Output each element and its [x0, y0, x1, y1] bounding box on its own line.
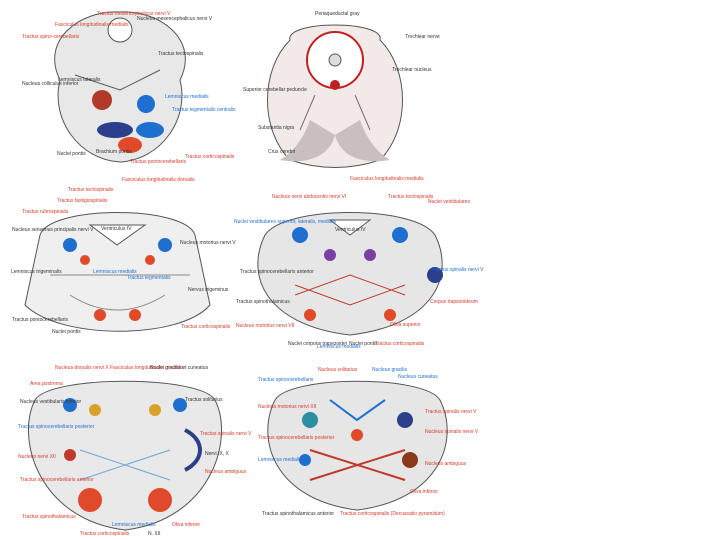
- p3-label-12: Nuclei pontis: [52, 329, 81, 335]
- p3-label-3: Tractus rubrospinalis: [22, 209, 69, 215]
- p5-label-13: Lemniscus medialis: [112, 522, 156, 528]
- p2-label-3: Superior cerebellar peduncle: [243, 87, 307, 93]
- p5-label-0: Nucleus dorsalis nervi X: [55, 365, 109, 371]
- p5-label-8: Nucleus nervi XII: [18, 454, 56, 460]
- p1-label-8: Tractus tegmentalis centralis: [172, 107, 236, 113]
- p6-label-1: Nucleus gracilis: [372, 367, 408, 373]
- p1-label-12: Brachium pontis: [96, 149, 132, 155]
- diagram-panel-5: [10, 360, 240, 538]
- p3-label-9: Tractus tegmentalis: [127, 275, 171, 281]
- p3-label-1: Tractus tectospinalis: [68, 187, 114, 193]
- p5-label-7: Tractus spinalis nervi V: [200, 431, 252, 437]
- p6-label-6: Tractus spinocerebellaris posterior: [258, 435, 335, 441]
- p5-label-12: Tractus spinothalamicus: [22, 514, 76, 520]
- p4-label-5: Nuclei vestibulares superior, lateralis,…: [234, 219, 337, 225]
- p4-label-3: Nuclei vestibulares: [428, 199, 470, 205]
- panel-3-figure: [24, 212, 211, 332]
- p3-label-11: Tractus corticospinalis: [181, 324, 231, 330]
- p3-label-2: Tractus fastigiospinalis: [57, 198, 108, 204]
- p1-label-0: Tractus mesencephalicus nervi V: [97, 11, 171, 17]
- p5-label-10: Nucleus ambiguus: [205, 469, 247, 475]
- p1-label-2: Fasciculus longitudinalis medialis: [55, 22, 129, 28]
- p4-label-12: Nuclei corporis trapezoidei: [288, 341, 347, 347]
- p4-label-10: Nucleus motorius nervi VII: [236, 323, 295, 329]
- p3-label-8: Lemniscus medialis: [93, 269, 137, 275]
- p3-label-6: Nucleus motorius nervi V: [180, 240, 236, 246]
- p4-label-7: Tractus spinalis nervi V: [432, 267, 484, 273]
- p5-label-2: Nuclei gracilis et cuneatus: [150, 365, 209, 371]
- p4-label-15: Tractus corticospinalis: [375, 341, 425, 347]
- p4-label-8: Tractus spinothalamicus: [236, 299, 290, 305]
- p1-label-9: Tractus corticospinalis: [185, 154, 235, 160]
- p4-label-0: Fasciculus longitudinalis medialis: [350, 176, 424, 182]
- p6-label-11: Tractus spinothalamicus anterior: [262, 511, 335, 517]
- panel-4-figure: [257, 212, 443, 336]
- p6-label-0: Nucleus solitarius: [318, 367, 358, 373]
- p4-label-6: Tractus spinocerebellaris anterior: [240, 269, 314, 275]
- p6-label-4: Nucleus motorius nervi XII: [258, 404, 317, 410]
- p3-label-5: Ventriculus IV: [101, 226, 132, 232]
- p3-label-0: Fasciculus longitudinalis dorsalis: [122, 177, 195, 183]
- p1-label-11: Nuclei pontis: [57, 151, 86, 157]
- panel-5-figure: [28, 380, 222, 531]
- p1-label-3: Tractus spino-cerebellaris: [22, 34, 80, 40]
- p2-label-5: Crus cerebri: [268, 149, 296, 155]
- p6-label-2: Nucleus cuneatus: [398, 374, 438, 380]
- p5-label-16: N. XII: [148, 531, 161, 537]
- p1-label-10: Tractus pontocerebellaris: [130, 159, 186, 165]
- p3-label-13: Tractus pontocerebellaris: [12, 317, 68, 323]
- p4-label-2: Tractus tectospinalis: [388, 194, 434, 200]
- p6-label-5: Tractus spinalis nervi V: [425, 409, 477, 415]
- p4-label-13: Lemniscus medialis: [317, 344, 361, 350]
- p5-label-4: Nucleus vestibularis inferior: [20, 399, 82, 405]
- p1-label-6: Tractus tectospinalis: [158, 51, 204, 57]
- p2-label-4: Substantia nigra: [258, 125, 295, 131]
- p6-label-10: Oliva inferior: [410, 489, 439, 495]
- diagram-panel-1: [20, 0, 220, 172]
- p6-label-3: Tractus spinocerebellaris: [258, 377, 314, 383]
- p2-label-1: Trochlear nerve: [405, 34, 440, 40]
- diagram-panel-3: [10, 175, 225, 345]
- p6-label-8: Lemniscus medialis: [258, 457, 302, 463]
- p5-label-6: Tractus spinocerebellaris posterior: [18, 424, 95, 430]
- p1-label-4: Nucleus colliculus inferior: [22, 81, 79, 87]
- p5-label-11: Tractus spinocerebellaris anterior: [20, 477, 94, 483]
- p5-label-15: Oliva inferior: [172, 522, 201, 528]
- p2-label-0: Periaqueductal gray: [315, 11, 360, 17]
- p5-label-14: Tractus corticospinalis: [80, 531, 130, 537]
- panel-1-figure: [54, 11, 186, 163]
- diagram-panel-2: [240, 0, 430, 172]
- diagram-panel-6: [250, 360, 465, 538]
- p3-label-4: Nucleus sensorius principalis nervi V: [12, 227, 94, 233]
- diagram-panel-4: [235, 175, 465, 345]
- p6-label-9: Nucleus ambiguus: [425, 461, 467, 467]
- p4-label-1: Nucleus nervi abducentis nervi VI: [272, 194, 347, 200]
- p3-label-7: Lemniscus trigeminalis: [11, 269, 62, 275]
- p1-label-1: Nucleus mesencephalicus nervi V: [137, 16, 213, 22]
- p5-label-9: Nervi IX, X: [205, 451, 229, 457]
- p4-label-14: Nuclei pontis: [349, 341, 378, 347]
- p1-label-5: Lemniscus lateralis: [58, 77, 101, 83]
- p3-label-10: Nervus trigeminus: [188, 287, 229, 293]
- p2-label-2: Trochlear nucleus: [392, 67, 432, 73]
- p4-label-9: Corpus trapezoideum: [430, 299, 478, 305]
- panel-6-figure: [267, 380, 448, 511]
- p5-label-5: Tractus solitarius: [185, 397, 223, 403]
- p6-label-12: Tractus corticospinalis (Decussatio pyra…: [340, 511, 445, 517]
- p4-label-11: Oliva superior: [390, 322, 421, 328]
- p6-label-7: Nucleus spinalis nervi V: [425, 429, 479, 435]
- panel-2-figure: [267, 24, 403, 168]
- p1-label-7: Lemniscus medialis: [165, 94, 209, 100]
- p5-label-3: Area postrema: [30, 381, 63, 387]
- p4-label-4: Ventriculus IV: [335, 227, 366, 233]
- p5-label-1: Fasciculus longitudinalis medialis: [110, 365, 184, 371]
